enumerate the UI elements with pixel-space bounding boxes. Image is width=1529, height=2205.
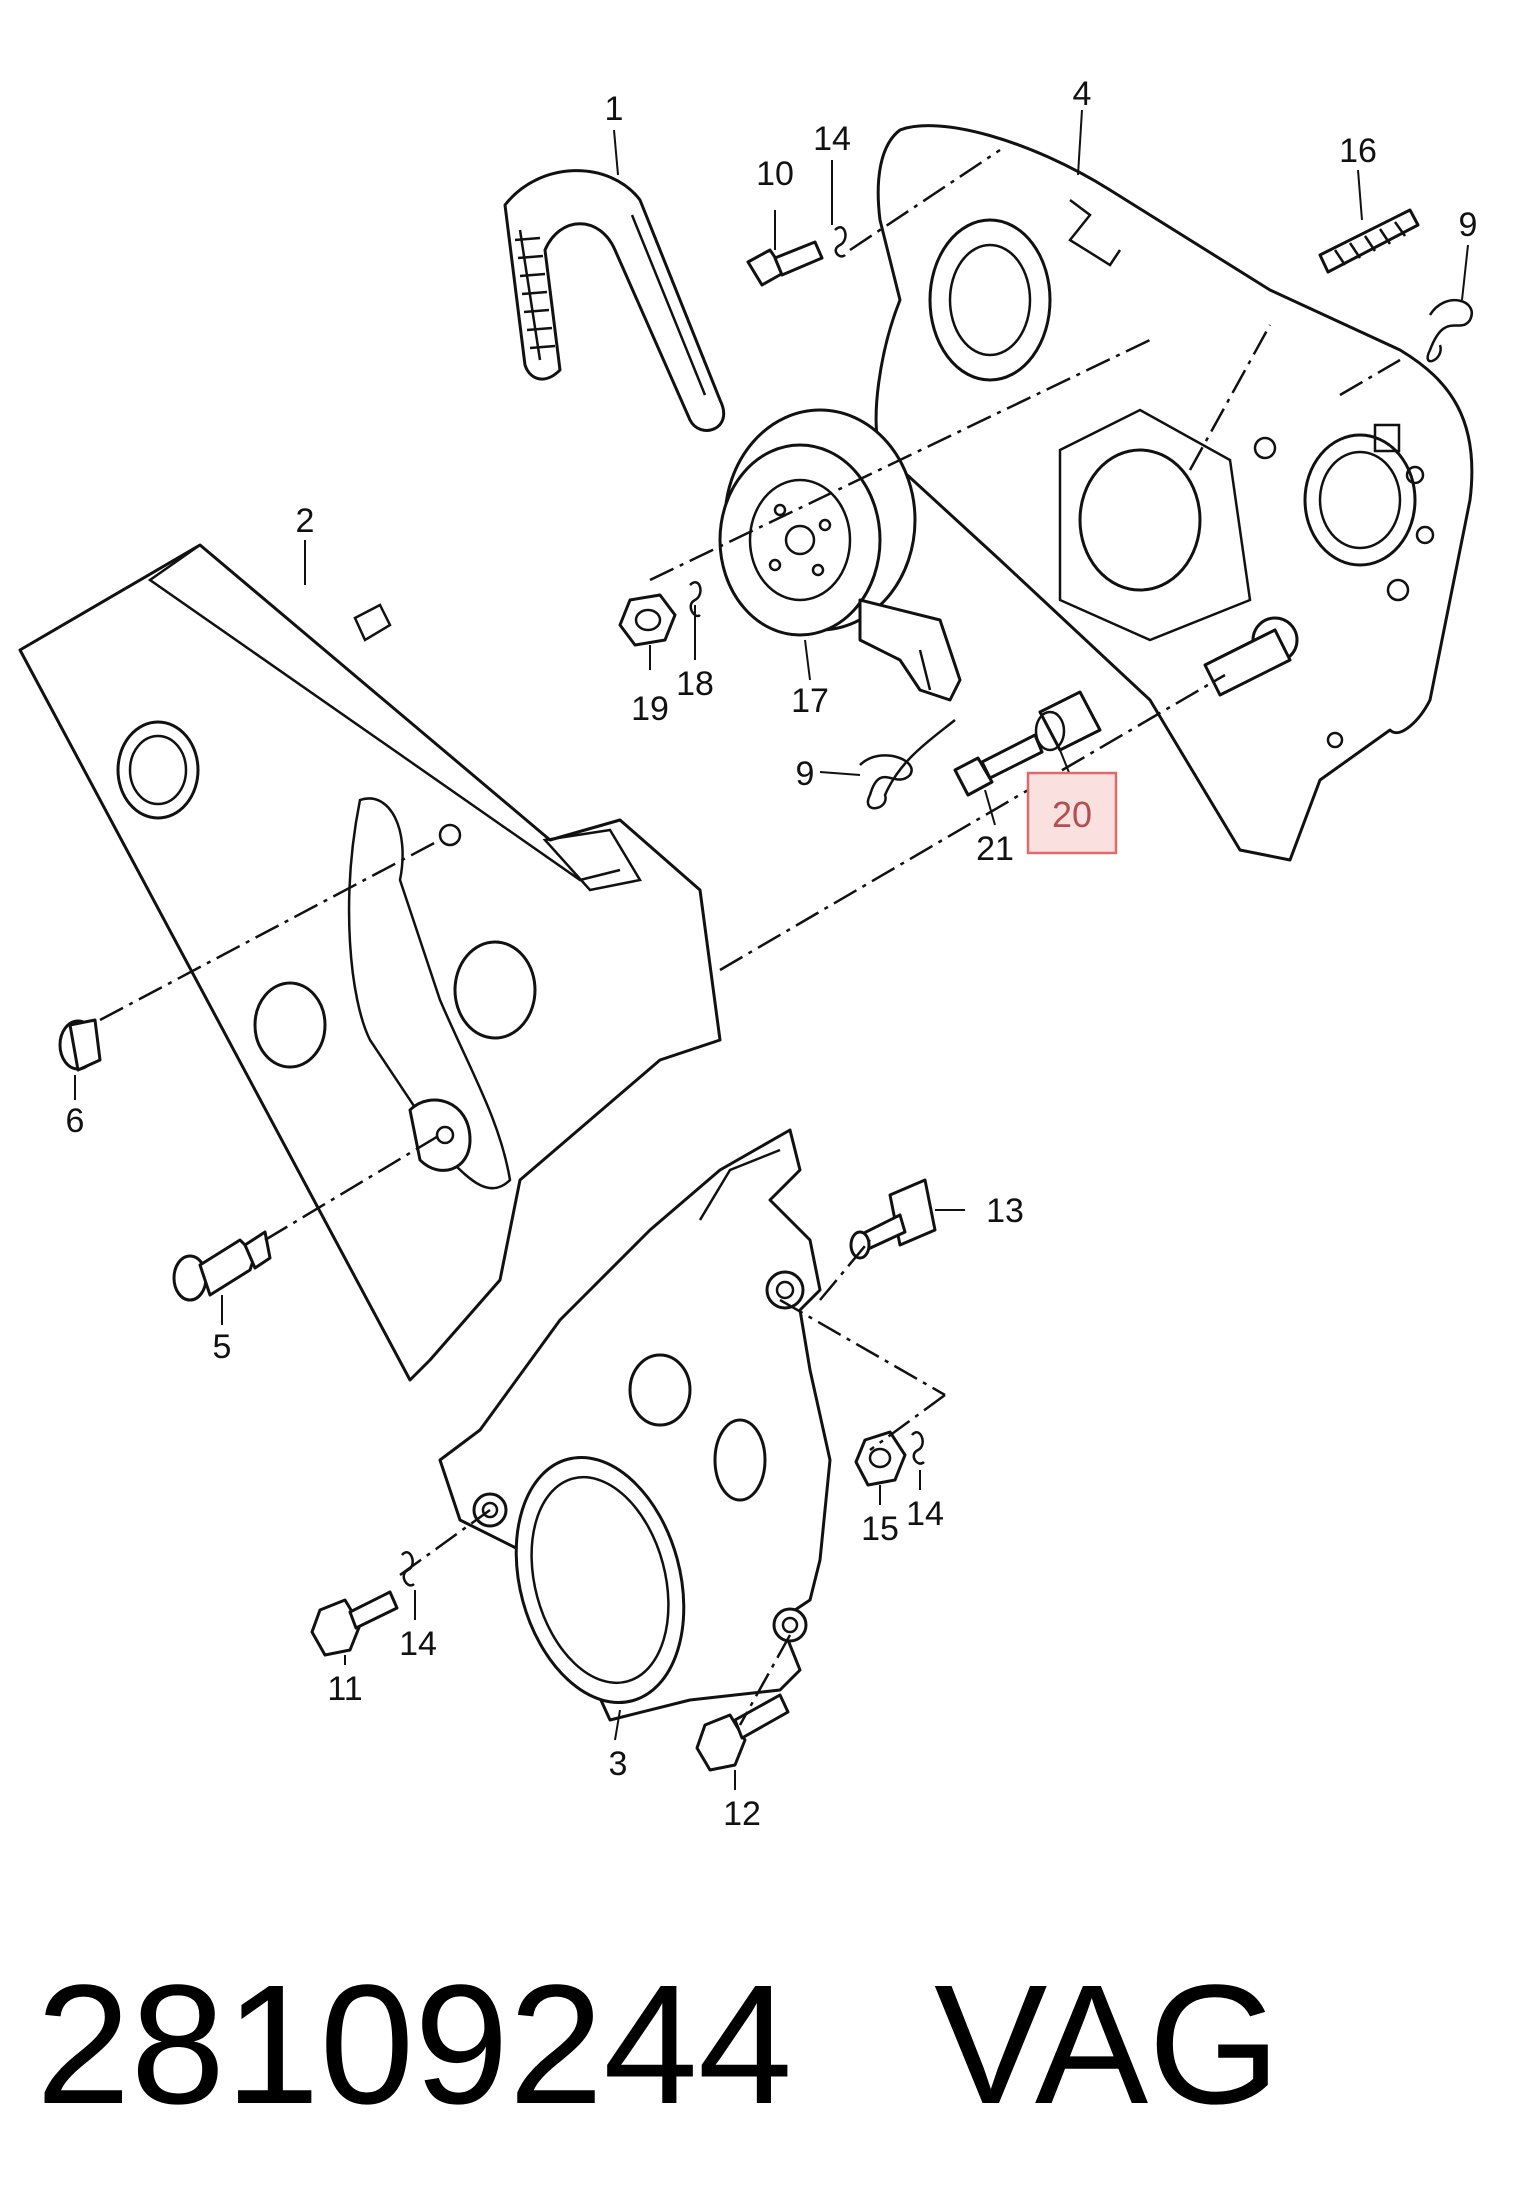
callout-10: 10 bbox=[756, 155, 794, 193]
assembly-lines bbox=[99, 148, 1401, 1726]
callout-19: 19 bbox=[631, 690, 669, 728]
callout-17: 17 bbox=[791, 682, 829, 720]
callout-2: 2 bbox=[296, 502, 315, 540]
timing-belt bbox=[503, 169, 726, 432]
callout-labels: 1 4 16 9 10 14 2 17 18 19 9 21 6 5 13 15… bbox=[66, 75, 1478, 1833]
tensioner-nut bbox=[618, 593, 677, 647]
part-number: 28109244 bbox=[36, 1950, 793, 2140]
spring-clip bbox=[1426, 298, 1473, 363]
brand-name: VAG bbox=[934, 1950, 1281, 2140]
washer bbox=[834, 226, 847, 258]
cover-bolt bbox=[746, 240, 824, 287]
callout-20: 20 bbox=[1052, 794, 1092, 835]
flange-bolt bbox=[695, 1693, 790, 1772]
callout-5: 5 bbox=[213, 1328, 232, 1366]
callout-9-upper: 9 bbox=[1459, 206, 1478, 244]
callout-21: 21 bbox=[976, 830, 1014, 868]
footer: 28109244 VAG bbox=[36, 1960, 1280, 2130]
bolt bbox=[953, 733, 1044, 797]
callout-9-lower: 9 bbox=[796, 755, 815, 793]
push-clip bbox=[172, 1230, 272, 1302]
nut bbox=[854, 1430, 907, 1487]
callout-1: 1 bbox=[605, 90, 624, 128]
hex-bolt bbox=[310, 1590, 399, 1657]
washer bbox=[911, 1431, 925, 1465]
callout-13: 13 bbox=[986, 1192, 1024, 1230]
tensioner-bolt bbox=[1203, 628, 1292, 697]
rear-timing-cover bbox=[874, 124, 1474, 862]
callout-14-lower: 14 bbox=[399, 1625, 437, 1663]
tensioner-roller bbox=[718, 408, 962, 702]
leader-lines bbox=[74, 109, 1469, 1790]
stud bbox=[1318, 208, 1420, 274]
callout-11: 11 bbox=[327, 1670, 362, 1708]
callout-18: 18 bbox=[676, 665, 714, 703]
plug bbox=[58, 1018, 102, 1072]
callout-3: 3 bbox=[609, 1745, 628, 1783]
callout-4: 4 bbox=[1073, 75, 1092, 113]
spacer-sleeve bbox=[1034, 690, 1102, 752]
upper-timing-cover bbox=[18, 543, 722, 1382]
callout-15: 15 bbox=[861, 1510, 899, 1548]
lower-timing-cover bbox=[438, 1128, 832, 1722]
callout-6: 6 bbox=[66, 1102, 85, 1140]
callout-14-right: 14 bbox=[906, 1495, 944, 1533]
callout-16: 16 bbox=[1339, 132, 1377, 170]
highlight-box[interactable] bbox=[1026, 771, 1118, 855]
screw-with-tab bbox=[849, 1178, 937, 1260]
spring-clip bbox=[859, 719, 956, 810]
callout-14-upper: 14 bbox=[813, 120, 851, 158]
callout-12: 12 bbox=[723, 1795, 761, 1833]
